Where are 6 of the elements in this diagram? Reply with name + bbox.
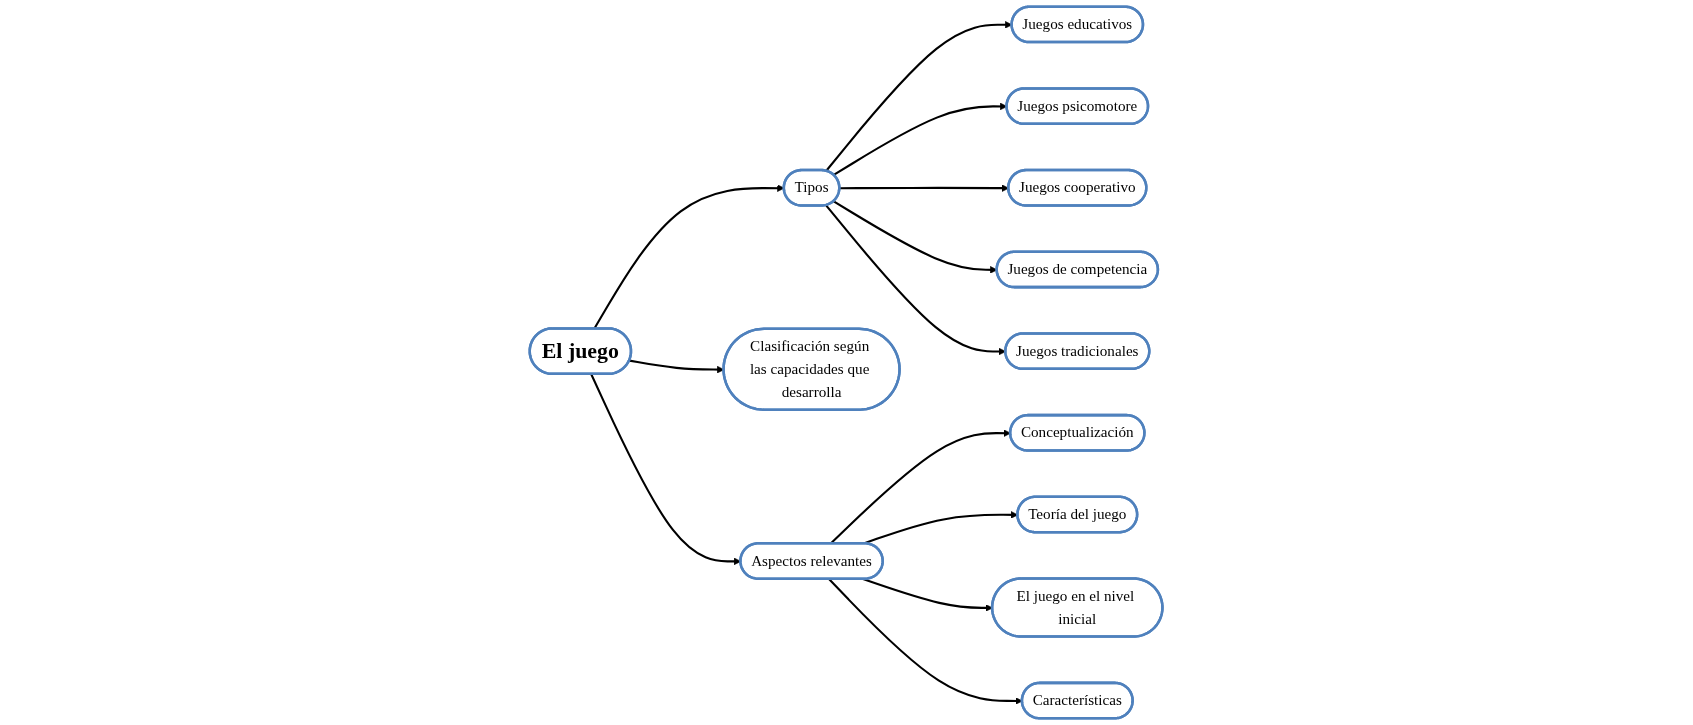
arrow xyxy=(629,359,725,374)
arrow xyxy=(825,204,1007,356)
arrow xyxy=(833,200,998,274)
arrow xyxy=(825,21,1013,172)
arrow xyxy=(833,102,1008,176)
arrow xyxy=(590,373,742,566)
